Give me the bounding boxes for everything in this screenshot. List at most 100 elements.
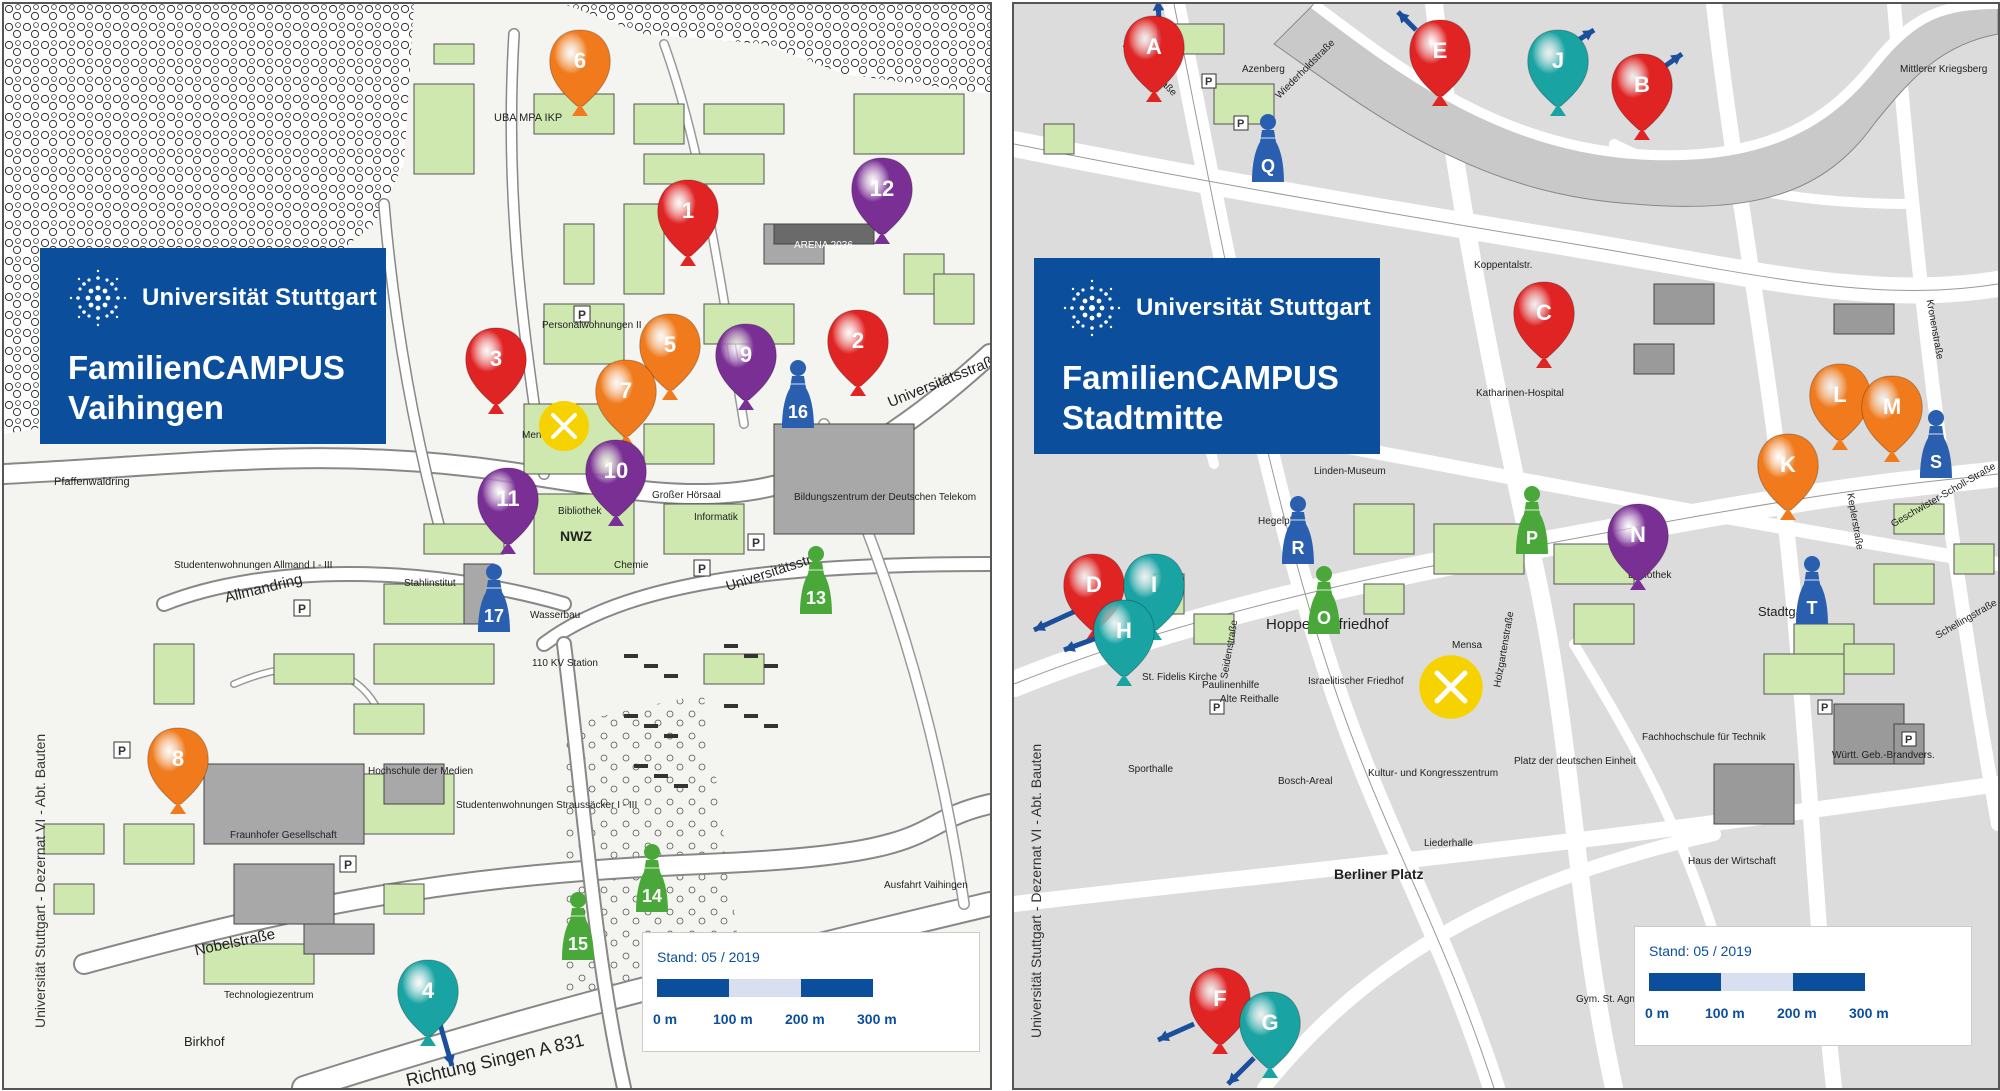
balloon-marker-12[interactable]: 12 [846, 154, 918, 254]
balloon-marker-k[interactable]: K [1752, 430, 1824, 530]
pawn-marker-13[interactable]: 13 [798, 544, 834, 616]
balloon-label: 5 [663, 332, 677, 357]
place-label: Haus der Wirtschaft [1688, 856, 1776, 867]
balloon-icon [465, 327, 527, 414]
mensa-restaurant-icon[interactable] [538, 400, 590, 452]
pawn-label: S [1929, 452, 1942, 472]
balloon-marker-g[interactable]: G [1234, 988, 1306, 1088]
campus-title-line2: Vaihingen [68, 389, 224, 426]
balloon-marker-e[interactable]: E [1404, 16, 1476, 116]
pawn-icon [1308, 566, 1340, 634]
balloon-icon [1513, 281, 1575, 368]
balloon-marker-h[interactable]: H [1088, 596, 1160, 696]
balloon-icon [1527, 29, 1589, 116]
balloon-label: C [1536, 300, 1552, 325]
balloon-marker-b[interactable]: B [1606, 50, 1678, 150]
pawn-marker-t[interactable]: T [1794, 554, 1830, 626]
direction-arrow-icon [1032, 607, 1080, 633]
balloon-label: M [1882, 394, 1902, 419]
balloon-marker-f[interactable]: F [1184, 964, 1256, 1064]
credit-text: Universität Stuttgart - Dezernat VI - Ab… [32, 733, 48, 1028]
place-label: Bibliothek [558, 506, 602, 517]
pawn-marker-p[interactable]: P [1514, 484, 1550, 556]
balloon-marker-11[interactable]: 11 [472, 464, 544, 564]
balloon-marker-c[interactable]: C [1508, 278, 1580, 378]
pawn-icon [478, 564, 510, 632]
pawn-icon [782, 360, 814, 428]
pawn-icon [562, 892, 594, 960]
balloon-icon [147, 727, 209, 814]
university-name: Universität Stuttgart [142, 284, 377, 311]
balloon-icon [1611, 53, 1673, 140]
pawn-marker-r[interactable]: R [1280, 494, 1316, 566]
pawn-marker-17[interactable]: 17 [476, 562, 512, 634]
balloon-marker-m[interactable]: M [1856, 372, 1928, 472]
scale-label: 100 m [713, 1011, 753, 1027]
balloon-label: K [1780, 452, 1796, 477]
balloon-marker-4[interactable]: 4 [392, 956, 464, 1056]
balloon-marker-l[interactable]: L [1804, 360, 1876, 460]
balloon-label: H [1116, 618, 1132, 643]
direction-arrow-icon [1396, 10, 1418, 32]
university-name: Universität Stuttgart [1136, 294, 1371, 321]
place-label: Koppentalstr. [1474, 260, 1533, 271]
brand-logo-row: Universität Stuttgart [68, 268, 377, 328]
balloon-marker-2[interactable]: 2 [822, 306, 894, 406]
balloon-marker-7[interactable]: 7 [590, 356, 662, 456]
balloon-icon [1189, 967, 1251, 1054]
balloon-label: J [1551, 48, 1565, 73]
pawn-icon [1516, 486, 1548, 554]
svg-text:P: P [1821, 702, 1828, 714]
balloon-marker-3[interactable]: 3 [460, 324, 532, 424]
mensa-restaurant-icon[interactable] [1418, 654, 1484, 720]
balloon-label: 9 [739, 342, 753, 367]
balloon-marker-5[interactable]: 5 [634, 310, 706, 410]
balloon-label: 3 [489, 346, 503, 371]
pawn-marker-16[interactable]: 16 [780, 358, 816, 430]
pawn-label: 15 [567, 934, 589, 954]
university-logo-icon [69, 269, 127, 327]
pawn-label: 17 [483, 606, 505, 626]
place-label: Gym. St. Agnes [1576, 994, 1646, 1005]
place-label: Hegelplatz [1258, 516, 1306, 527]
place-label: Großer Hörsaal [652, 490, 721, 501]
svg-text:P: P [1905, 734, 1912, 746]
balloon-icon [1809, 363, 1871, 450]
place-label: Informatik [694, 512, 738, 523]
place-label: Mensa [522, 430, 553, 441]
balloon-icon [715, 323, 777, 410]
balloon-marker-10[interactable]: 10 [580, 436, 652, 536]
place-label: Fachhochschule für Technik [1642, 732, 1766, 743]
place-label: Berliner Platz [1334, 866, 1424, 882]
stand-date: Stand: 05 / 2019 [657, 949, 760, 965]
balloon-marker-6[interactable]: 6 [544, 26, 616, 126]
pawn-marker-s[interactable]: S [1918, 408, 1954, 480]
balloon-marker-1[interactable]: 1 [652, 176, 724, 276]
svg-text:P: P [578, 308, 586, 322]
place-label: Kultur- und Kongresszentrum [1368, 768, 1499, 779]
pawn-marker-q[interactable]: Q [1250, 112, 1286, 184]
pawn-icon [636, 844, 668, 912]
pawn-marker-15[interactable]: 15 [560, 890, 596, 962]
map-stadtmitte[interactable]: PPP PP Azenbergstraße Wiederholdstraße S… [1012, 2, 2000, 1090]
balloon-label: E [1432, 38, 1448, 63]
map-stadtmitte-background: PPP PP [1014, 4, 1998, 1088]
place-label: St. Fidelis Kirche [1142, 672, 1218, 683]
credit-text: Universität Stuttgart - Dezernat VI - Ab… [1028, 743, 1044, 1038]
balloon-marker-n[interactable]: N [1602, 500, 1674, 600]
place-label: Alte Reithalle [1220, 694, 1279, 705]
balloon-icon [1123, 15, 1185, 102]
balloon-marker-9[interactable]: 9 [710, 320, 782, 420]
pawn-marker-14[interactable]: 14 [634, 842, 670, 914]
place-label: Birkhof [184, 1034, 225, 1049]
scale-label: 200 m [1777, 1005, 1817, 1021]
pawn-marker-o[interactable]: O [1306, 564, 1342, 636]
balloon-marker-j[interactable]: J [1522, 26, 1594, 126]
balloon-marker-8[interactable]: 8 [142, 724, 214, 824]
balloon-label: 6 [573, 48, 587, 73]
balloon-label: B [1634, 72, 1650, 97]
scale-box: Stand: 05 / 2019 0 m 100 m 200 m 300 m [642, 932, 980, 1052]
balloon-icon [639, 313, 701, 400]
balloon-marker-a[interactable]: A [1118, 12, 1190, 112]
